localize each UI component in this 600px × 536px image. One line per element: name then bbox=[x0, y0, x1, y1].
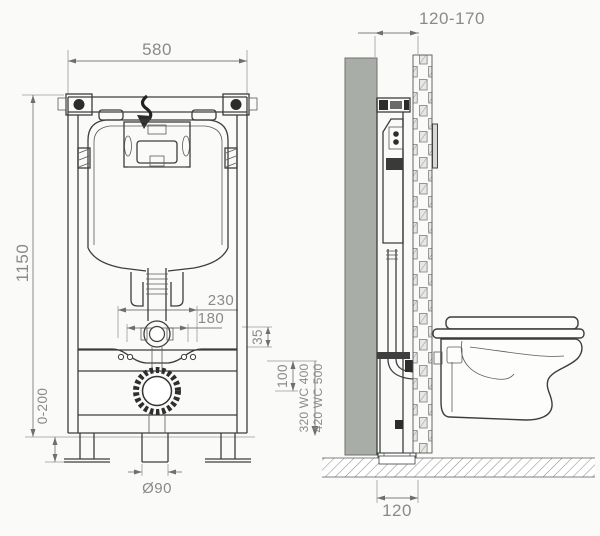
dim-label-depth-range: 120-170 bbox=[419, 9, 485, 28]
frame-bolt-left bbox=[73, 99, 85, 110]
front-view-dimensions: 580 1150 0-200 230 180 35 100 320 WC 400… bbox=[13, 40, 325, 497]
dim-label-35: 35 bbox=[250, 329, 265, 345]
frame-depth-dimension: 120 bbox=[376, 480, 419, 520]
cistern-side-clamps bbox=[77, 147, 238, 169]
flush-plate-side bbox=[432, 123, 438, 169]
dim-label-width: 580 bbox=[142, 40, 172, 59]
flush-pipe-front bbox=[130, 268, 184, 348]
tiled-finish-wall bbox=[412, 54, 433, 454]
toilet-bowl-side bbox=[432, 316, 585, 421]
dim-label-frame-depth: 120 bbox=[382, 501, 412, 520]
side-view: 120-170 bbox=[322, 9, 595, 520]
label-wc500: 420 WC 500 bbox=[311, 364, 325, 433]
waste-outlet-front bbox=[133, 347, 181, 433]
adjustable-feet bbox=[64, 433, 251, 463]
dim-label-drain: Ø90 bbox=[142, 480, 172, 497]
front-view: 580 1150 0-200 230 180 35 100 320 WC 400… bbox=[13, 40, 325, 497]
floor bbox=[322, 455, 595, 478]
installation-frame-side bbox=[376, 97, 417, 465]
cistern-side bbox=[382, 118, 404, 244]
dim-label-height: 1150 bbox=[13, 244, 32, 283]
side-view-dimensions: 120-170 bbox=[358, 9, 485, 57]
label-wc400: 320 WC 400 bbox=[297, 364, 311, 433]
dim-label-180: 180 bbox=[198, 310, 225, 327]
dim-label-230: 230 bbox=[208, 292, 235, 309]
dim-label-foot-adjust: 0-200 bbox=[35, 388, 50, 425]
toilet-lid bbox=[445, 316, 579, 330]
frame-bolt-right bbox=[230, 99, 242, 110]
toilet-seat bbox=[432, 328, 585, 339]
outlet-bracket bbox=[78, 348, 237, 364]
drain-pipe bbox=[141, 433, 169, 463]
concealed-cistern-front bbox=[77, 109, 238, 272]
dim-label-100: 100 bbox=[275, 364, 290, 388]
structural-wall bbox=[344, 57, 378, 456]
